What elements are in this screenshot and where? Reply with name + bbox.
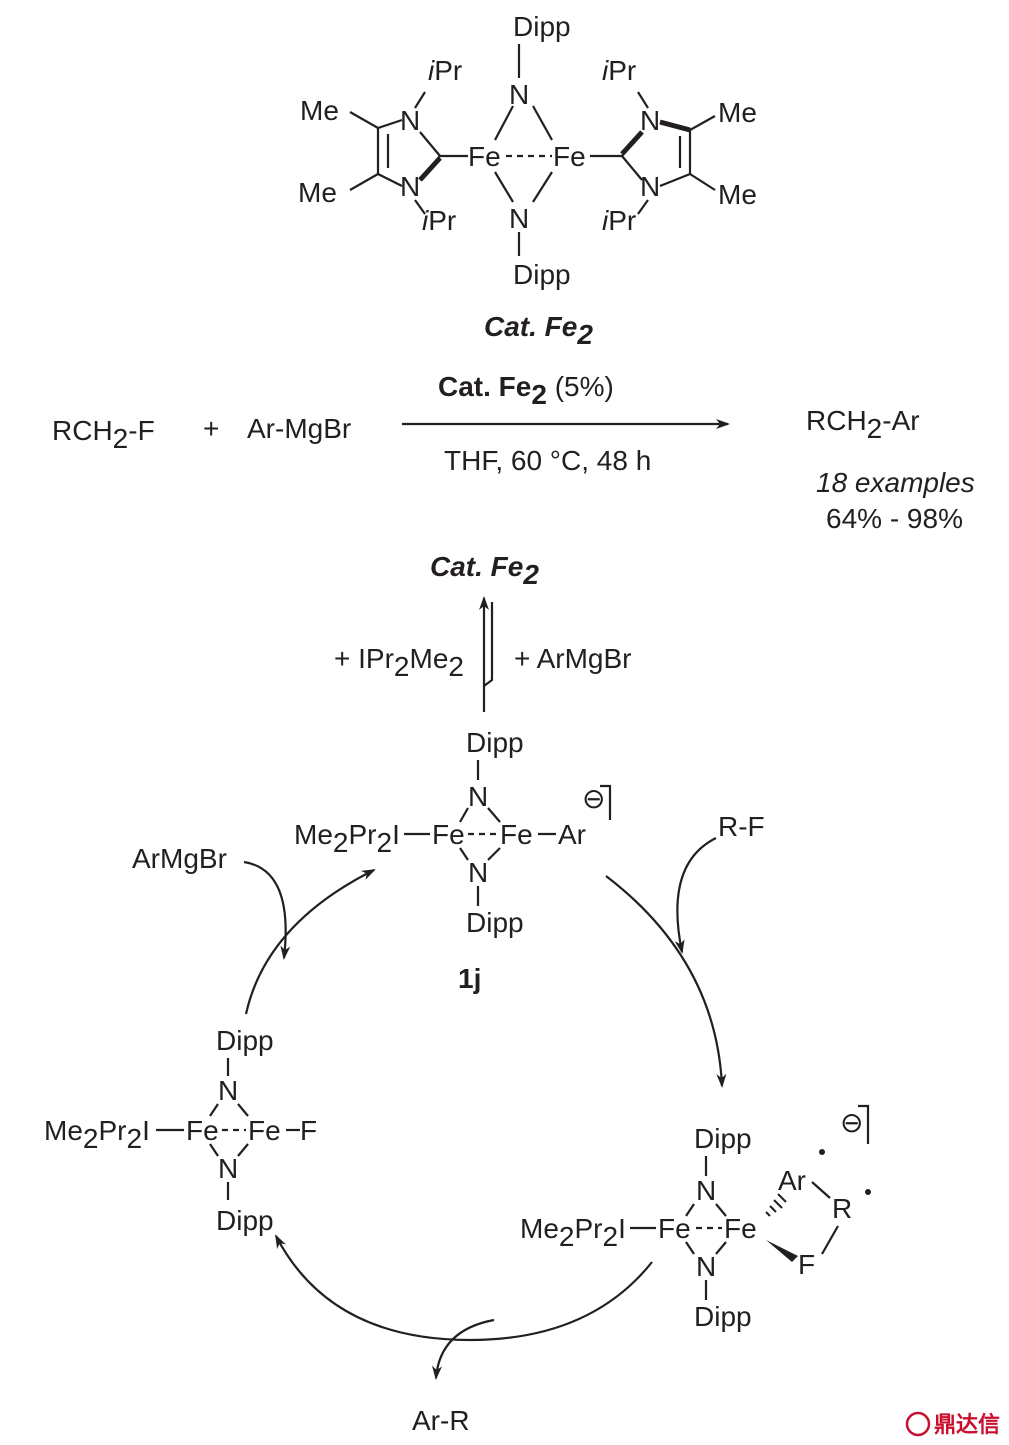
- radical-dot-r: [865, 1189, 871, 1195]
- catalyst-label: Cat. Fe2: [484, 311, 593, 350]
- fe-right: Fe: [553, 141, 586, 172]
- watermark-logo-icon: [905, 1411, 931, 1437]
- label-1j: 1j: [458, 963, 481, 994]
- equilibrium-catalyst-label: Cat. Fe2: [430, 551, 539, 590]
- fe-f-right: Fe: [248, 1115, 281, 1146]
- n-right-lower: N: [640, 171, 660, 202]
- ar-rad: Ar: [778, 1165, 806, 1196]
- reactant-grignard: Ar-MgBr: [247, 413, 351, 444]
- fe-1j-left: Fe: [432, 819, 465, 850]
- dipp-1j-bottom: Dipp: [466, 907, 524, 938]
- fe-left: Fe: [468, 141, 501, 172]
- ipr-left-upper: iPr: [428, 55, 462, 86]
- arrow-reductive-elimination: [275, 1234, 653, 1342]
- intermediate-1j: Dipp N Me2Pr2I Fe Fe Ar N Dipp ⊖ 1j: [294, 727, 612, 994]
- dipp-rad-bottom: Dipp: [694, 1301, 752, 1332]
- rf-reagent: R-F: [718, 811, 765, 842]
- reactant-alkyl-fluoride: RCH2-F: [52, 415, 155, 454]
- dipp-1j-top: Dipp: [466, 727, 524, 758]
- n-1j-bottom: N: [468, 857, 488, 888]
- fe-rad-left: Fe: [658, 1213, 691, 1244]
- r-rad: R: [832, 1193, 852, 1224]
- ligand-rad: Me2Pr2I: [520, 1213, 626, 1252]
- radical-dot-ar: [819, 1149, 825, 1155]
- armgbr-reagent: ArMgBr: [132, 843, 227, 874]
- arrow-transmetalation: [244, 869, 376, 1015]
- n-label-bottom: N: [509, 203, 529, 234]
- intermediate-radical: Dipp N Me2Pr2I Fe Fe N Dipp Ar R F ⊖: [520, 1104, 871, 1332]
- ipr-right-lower: iPr: [602, 205, 636, 236]
- n-rad-top: N: [696, 1175, 716, 1206]
- watermark-text: 鼎达信: [934, 1412, 1000, 1437]
- dipp-f-top: Dipp: [216, 1025, 274, 1056]
- arrow-rf-entry: [674, 837, 717, 954]
- product: RCH2-Ar: [806, 405, 920, 444]
- ipr-left-lower: iPr: [422, 205, 456, 236]
- ligand-1j: Me2Pr2I: [294, 819, 400, 858]
- n-f-bottom: N: [218, 1153, 238, 1184]
- n-right-upper: N: [640, 105, 660, 136]
- plus-sign: +: [203, 413, 219, 444]
- f-rad: F: [798, 1249, 815, 1280]
- yield-range: 64% - 98%: [826, 503, 963, 534]
- dipp-label-top: Dipp: [513, 11, 571, 42]
- me-left-upper: Me: [300, 95, 339, 126]
- equilibrium-step: Cat. Fe2 + IPr2Me2 + ArMgBr: [334, 551, 631, 712]
- dipp-rad-top: Dipp: [694, 1123, 752, 1154]
- charge-1j: ⊖: [582, 783, 605, 814]
- equilibrium-arrow-down: [483, 602, 494, 687]
- arrow-product-exit: [432, 1318, 495, 1380]
- main-reaction: RCH2-F + Ar-MgBr Cat. Fe2 (5%) THF, 60 °…: [52, 371, 975, 534]
- me-right-upper: Me: [718, 97, 757, 128]
- dipp-label-bottom: Dipp: [513, 259, 571, 290]
- cycle-arrows: R-F Ar-R ArMgBr: [132, 811, 765, 1436]
- ligand-f: Me2Pr2I: [44, 1115, 150, 1154]
- n-left-upper: N: [400, 105, 420, 136]
- condition-solvent: THF, 60 °C, 48 h: [444, 445, 651, 476]
- arrow-oxidative-addition: [605, 875, 727, 1088]
- dipp-f-bottom: Dipp: [216, 1205, 274, 1236]
- examples-count: 18 examples: [816, 467, 975, 498]
- product-arr: Ar-R: [412, 1405, 470, 1436]
- n-rad-bottom: N: [696, 1251, 716, 1282]
- intermediate-fluoride: Dipp N Me2Pr2I Fe Fe F N Dipp: [44, 1025, 317, 1236]
- n-label-top: N: [509, 79, 529, 110]
- arrow-armgbr-entry: [243, 860, 291, 960]
- ipr-right-upper: iPr: [602, 55, 636, 86]
- me-left-lower: Me: [298, 177, 337, 208]
- catalyst-structure: Dipp N Fe Fe N Dipp N N Me Me iPr iPr: [298, 11, 757, 350]
- ar-1j: Ar: [558, 819, 586, 850]
- n-left-lower: N: [400, 171, 420, 202]
- condition-catalyst: Cat. Fe2 (5%): [438, 371, 614, 410]
- f-terminal: F: [300, 1115, 317, 1146]
- equilibrium-left-reagent: + IPr2Me2: [334, 643, 464, 682]
- fe-rad-right: Fe: [724, 1213, 757, 1244]
- fe-1j-right: Fe: [500, 819, 533, 850]
- n-1j-top: N: [468, 781, 488, 812]
- charge-rad: ⊖: [840, 1107, 863, 1138]
- me-right-lower: Me: [718, 179, 757, 210]
- n-f-top: N: [218, 1075, 238, 1106]
- equilibrium-right-reagent: + ArMgBr: [514, 643, 631, 674]
- watermark: 鼎达信: [905, 1411, 1000, 1437]
- fe-f-left: Fe: [186, 1115, 219, 1146]
